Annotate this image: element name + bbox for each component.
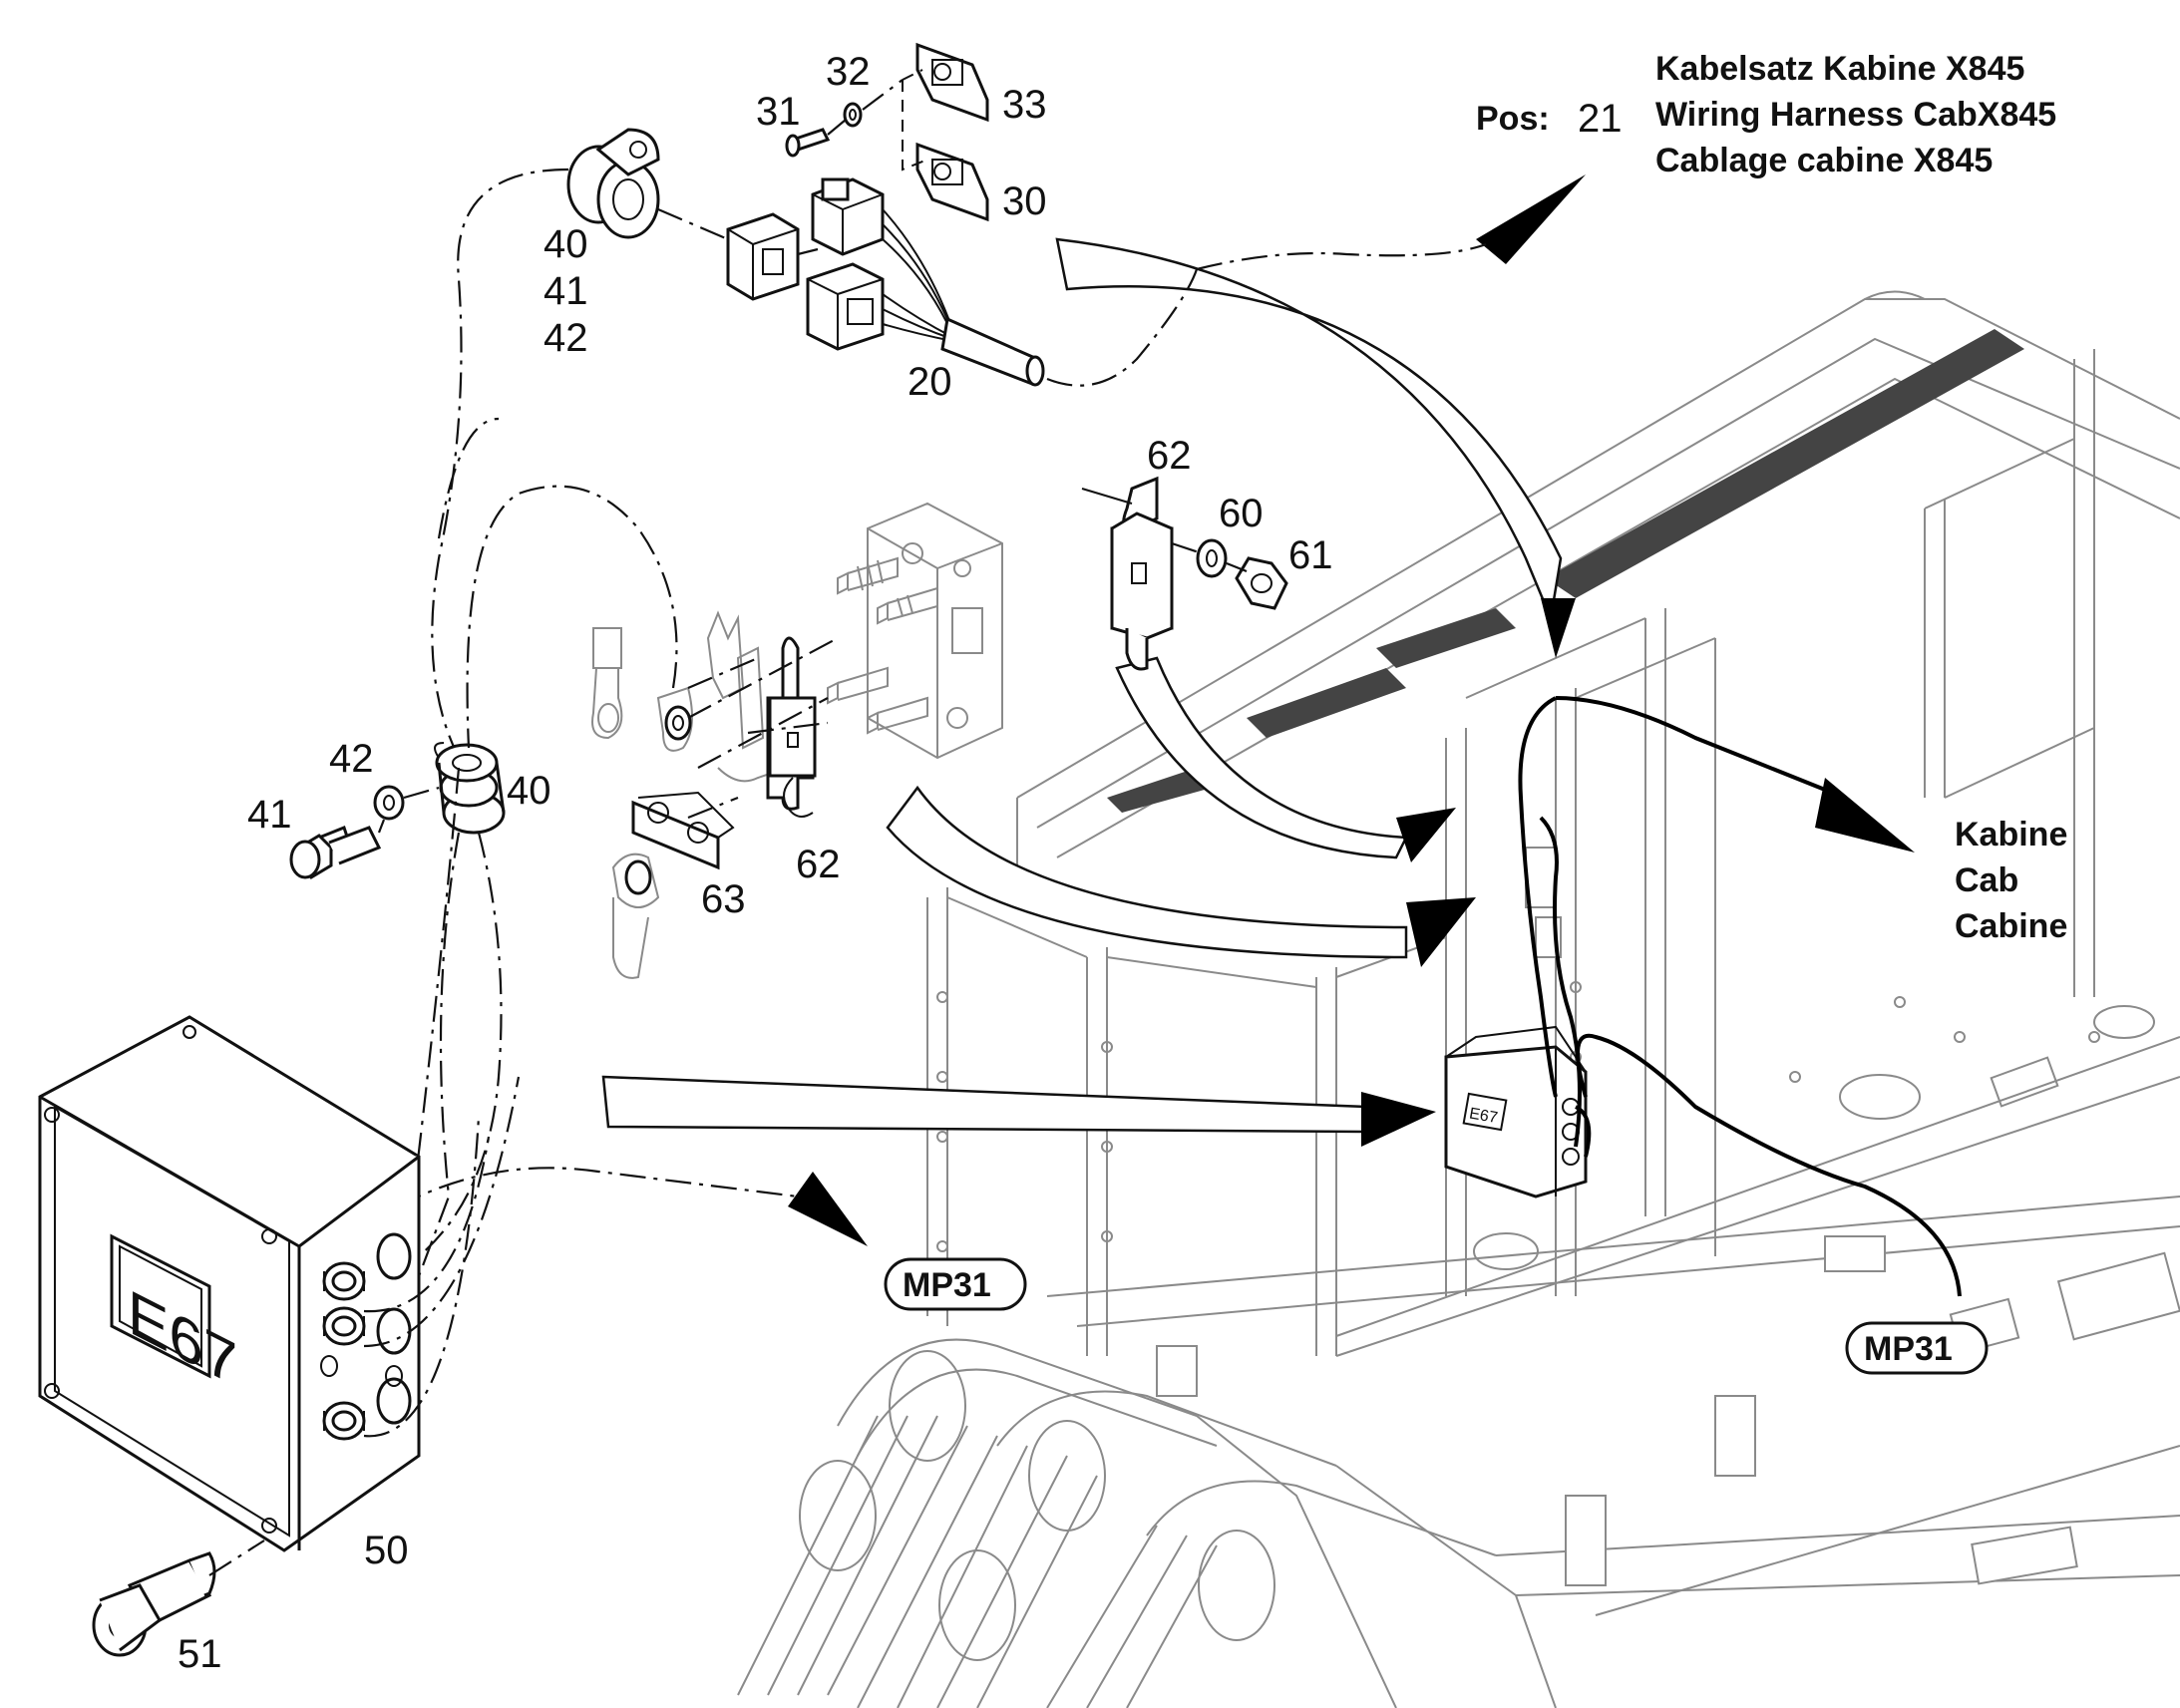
mp31-pill-right: MP31 [1845, 1321, 1989, 1375]
holder-30 [915, 142, 989, 222]
part-number-42-top: 42 [544, 316, 588, 360]
header-line-2: Wiring Harness CabX845 [1655, 96, 2056, 134]
part-number-61: 61 [1288, 533, 1333, 577]
cable-glands [320, 1232, 412, 1441]
part-number-62-top: 62 [1147, 434, 1192, 478]
machine-frame: E67 [737, 290, 2180, 1708]
cab-label-3: Cabine [1955, 907, 2067, 945]
installed-box-label: E67 [1468, 1105, 1499, 1127]
header-block: Pos: 21 Kabelsatz Kabine X845 Wiring Har… [1476, 50, 2056, 179]
mp31-arrowhead [788, 1172, 868, 1246]
studs [827, 556, 938, 735]
washer-42 [373, 785, 405, 821]
header-line-3: Cablage cabine X845 [1655, 142, 1993, 179]
pos21-arrowhead [1476, 174, 1586, 264]
pos-label: Pos: [1476, 100, 1550, 138]
part-numbers: 32 31 33 30 40 41 42 20 62 60 61 42 40 4… [178, 50, 1333, 1676]
part-number-40: 40 [507, 769, 551, 813]
part-number-40-top: 40 [544, 222, 588, 266]
mp31-label-left: MP31 [903, 1266, 991, 1304]
pos-number: 21 [1578, 97, 1623, 141]
part-number-31: 31 [756, 90, 801, 134]
connector-small [726, 212, 800, 301]
installed-wiring [1518, 696, 1962, 1297]
nut-61 [1235, 556, 1288, 610]
header-line-1: Kabelsatz Kabine X845 [1655, 50, 2024, 88]
installed-box-e67: E67 [1444, 1025, 1588, 1198]
mp31-pill-left: MP31 [884, 1257, 1027, 1311]
washer-60 [1196, 538, 1228, 578]
part-number-41-top: 41 [544, 269, 588, 313]
clamp-40-top [566, 128, 660, 239]
grille-low [1107, 768, 1212, 813]
terminal-block-detail [591, 502, 1003, 979]
part-number-42: 42 [329, 737, 374, 781]
part-number-62: 62 [796, 843, 841, 886]
cab-label: Kabine Cab Cabine [1955, 816, 2067, 945]
connector-lower [806, 262, 885, 351]
connector-upper [811, 177, 885, 256]
fuse-62-top [1081, 476, 1288, 671]
link-plate-63 [631, 791, 739, 870]
part-number-30: 30 [1002, 179, 1047, 223]
cab-arrowhead [1815, 778, 1915, 853]
holder-33 [915, 42, 989, 123]
washer-32 [843, 102, 863, 128]
screw-31 [785, 128, 831, 158]
part-number-51: 51 [178, 1632, 222, 1676]
part-number-32: 32 [826, 50, 871, 94]
part-number-60: 60 [1219, 492, 1264, 535]
pointer-arrows [288, 174, 1915, 1292]
terminal-block [867, 502, 1003, 760]
mp31-label-right: MP31 [1864, 1330, 1953, 1368]
fuse-62-middle [766, 636, 817, 818]
grille-mid-2 [1247, 668, 1406, 738]
grommet-40 [434, 742, 506, 835]
screw-41 [289, 826, 382, 879]
grille-mid-1 [1376, 608, 1516, 668]
cable-lugs [591, 627, 693, 979]
control-box-e67: E67 [38, 1015, 421, 1552]
part-number-33: 33 [1002, 83, 1047, 127]
grille-top [1546, 329, 2024, 598]
part-number-63: 63 [701, 877, 746, 921]
part-number-41: 41 [247, 793, 292, 837]
part-number-20: 20 [908, 360, 952, 404]
cab-label-1: Kabine [1955, 816, 2067, 854]
part-number-50: 50 [364, 1529, 409, 1572]
cab-label-2: Cab [1955, 861, 2018, 899]
harness-detail [431, 42, 1199, 759]
